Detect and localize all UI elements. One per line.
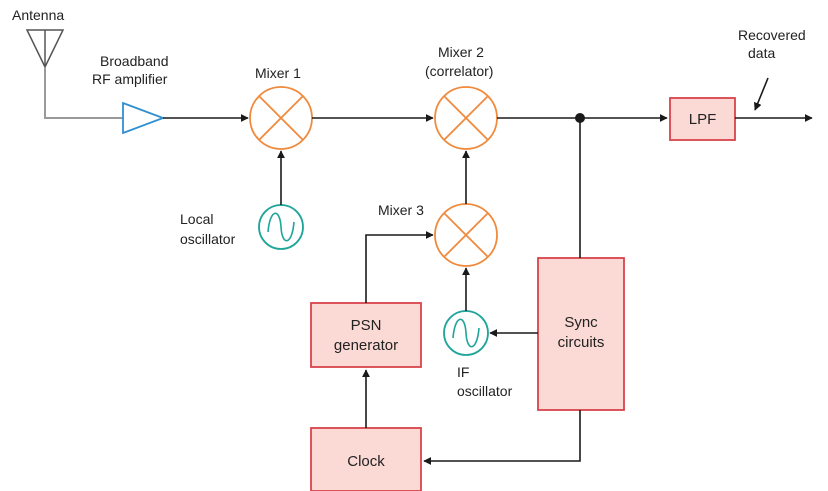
recovered-data-pointer: [754, 77, 769, 111]
psn-generator-label-line2: generator: [334, 337, 398, 354]
mixer1-label: Mixer 1: [255, 65, 301, 81]
mixer1-symbol: [249, 86, 313, 150]
mixer2-label-line1: Mixer 2: [438, 44, 484, 60]
wire-sync-to-clock: [423, 410, 581, 465]
mixer2-label-line2: (correlator): [425, 63, 493, 79]
sync-circuits-block: [537, 257, 625, 411]
mixer3-symbol: [434, 203, 498, 267]
psn-generator-block: [310, 302, 422, 368]
mixer3-label: Mixer 3: [378, 202, 424, 218]
antenna-label: Antenna: [12, 7, 64, 23]
if-oscillator-label-line2: oscillator: [457, 383, 513, 399]
local-oscillator-label-line2: oscillator: [180, 231, 236, 247]
lpf-block: [669, 97, 736, 141]
clock-label: Clock: [347, 453, 385, 470]
amplifier-label-line1: Broadband: [100, 53, 169, 69]
antenna-icon: [25, 29, 65, 69]
lpf-label: LPF: [689, 111, 717, 128]
antenna-wire: [44, 67, 123, 119]
local-oscillator-symbol: [258, 204, 304, 250]
amplifier-label-line2: RF amplifier: [92, 71, 168, 87]
if-oscillator-label-line1: IF: [457, 364, 469, 380]
mixer2-symbol: [434, 86, 498, 150]
rf-amplifier-icon: [122, 101, 166, 135]
if-oscillator-symbol: [443, 310, 489, 356]
recovered-data-label-line1: Recovered: [738, 27, 806, 43]
wire-psn-to-mixer3: [365, 231, 434, 303]
local-oscillator-label-line1: Local: [180, 211, 213, 227]
psn-generator-label-line1: PSN: [351, 317, 382, 334]
recovered-data-label-line2: data: [748, 45, 775, 61]
sync-circuits-label-line1: Sync: [564, 314, 598, 331]
sync-circuits-label-line2: circuits: [558, 334, 605, 351]
